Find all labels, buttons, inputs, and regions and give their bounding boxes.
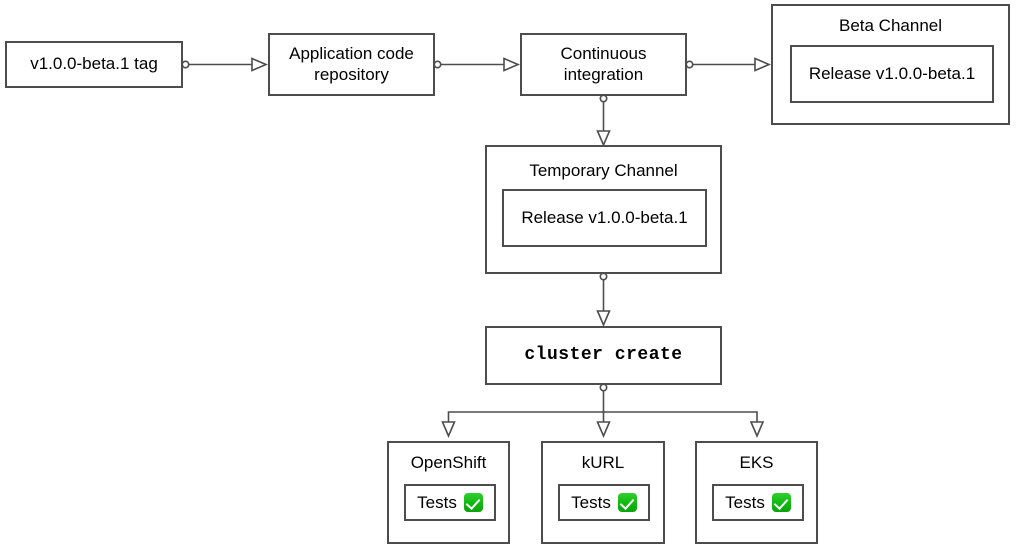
node-beta-channel-release-label: Release v1.0.0-beta.1 <box>808 64 976 83</box>
node-target-openshift-tests-label: Tests <box>417 492 457 512</box>
edge-repo-to-ci <box>433 57 521 72</box>
node-target-kurl[interactable]: kURL Tests <box>541 441 665 544</box>
node-cluster-create[interactable]: cluster create <box>485 326 722 385</box>
node-target-openshift[interactable]: OpenShift Tests <box>387 441 510 544</box>
node-application-code-repository[interactable]: Application code repository <box>268 33 435 96</box>
node-target-eks-tests-label: Tests <box>725 492 765 512</box>
node-version-tag-label: v1.0.0-beta.1 tag <box>30 54 158 74</box>
node-continuous-integration[interactable]: Continuous integration <box>520 33 687 96</box>
edge-ci-to-beta-channel <box>685 57 772 72</box>
green-check-icon <box>463 493 483 512</box>
node-application-code-repository-label: Application code repository <box>289 44 414 84</box>
green-check-icon <box>617 493 637 512</box>
node-beta-channel-title: Beta Channel <box>838 16 943 35</box>
node-cluster-create-label: cluster create <box>524 344 683 365</box>
node-target-kurl-title: kURL <box>581 453 625 472</box>
node-target-openshift-title: OpenShift <box>410 453 487 472</box>
edge-temporary-channel-to-cluster-create <box>596 272 611 328</box>
node-target-eks-title: EKS <box>739 453 774 472</box>
node-version-tag[interactable]: v1.0.0-beta.1 tag <box>5 41 183 88</box>
node-temporary-channel[interactable]: Temporary Channel Release v1.0.0-beta.1 <box>485 145 722 274</box>
green-check-icon <box>771 493 791 512</box>
node-temporary-channel-release-label: Release v1.0.0-beta.1 <box>521 208 688 227</box>
node-target-kurl-tests-label: Tests <box>571 492 611 512</box>
node-beta-channel[interactable]: Beta Channel Release v1.0.0-beta.1 <box>771 4 1010 125</box>
edge-tag-to-repo <box>181 57 269 72</box>
node-temporary-channel-title: Temporary Channel <box>529 161 678 180</box>
node-target-kurl-tests[interactable]: Tests <box>558 484 650 521</box>
edge-cluster-create-fanout <box>441 383 765 439</box>
node-temporary-channel-release[interactable]: Release v1.0.0-beta.1 <box>502 189 707 247</box>
node-continuous-integration-label: Continuous integration <box>560 44 647 84</box>
node-beta-channel-release[interactable]: Release v1.0.0-beta.1 <box>790 45 994 103</box>
node-target-eks[interactable]: EKS Tests <box>695 441 818 544</box>
node-target-openshift-tests[interactable]: Tests <box>404 484 496 521</box>
edge-ci-to-temporary-channel <box>596 94 611 148</box>
node-target-eks-tests[interactable]: Tests <box>712 484 804 521</box>
